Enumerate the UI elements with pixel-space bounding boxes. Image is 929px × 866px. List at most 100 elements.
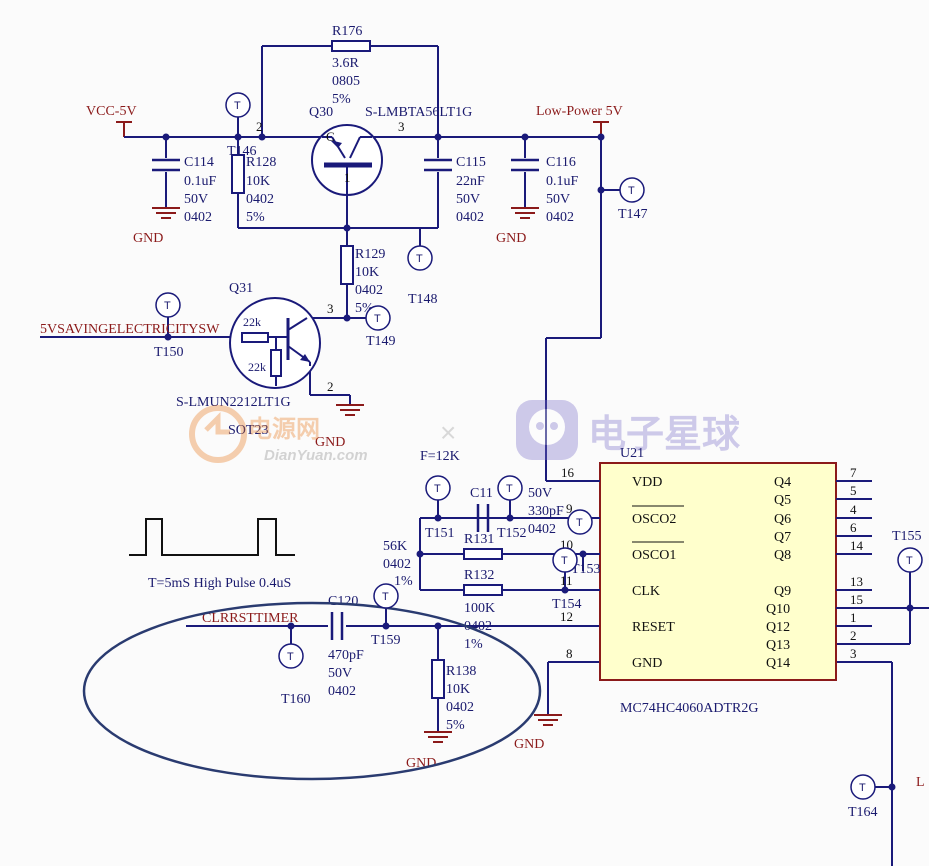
svg-text:2: 2 bbox=[850, 628, 857, 643]
testpoint-t150[interactable]: T T150 bbox=[154, 292, 184, 360]
testpoint-t155[interactable]: T T155 bbox=[892, 529, 923, 573]
testpoint-t148[interactable]: T T148 bbox=[407, 245, 438, 307]
svg-text:8: 8 bbox=[566, 646, 573, 661]
u21-pin-q8: Q8 14 bbox=[774, 538, 864, 563]
partial-edge-label: L bbox=[916, 775, 925, 790]
c115-value: 22nF bbox=[456, 174, 485, 189]
low-power-5v-port: Low-Power 5V bbox=[536, 104, 623, 123]
r176-tolerance: 5% bbox=[332, 92, 351, 107]
r129-package: 0402 bbox=[355, 283, 383, 298]
pulse-waveform bbox=[129, 518, 295, 556]
gnd-c116: GND bbox=[496, 207, 539, 246]
c120-package: 0402 bbox=[328, 684, 356, 699]
timing-note: T=5mS High Pulse 0.4uS bbox=[148, 576, 291, 591]
watermark-separator: × bbox=[440, 417, 456, 448]
transistor-q31[interactable]: Q31 22k 22k 3 2 S-LMUN2212LT1G SOT23 bbox=[176, 281, 334, 438]
r132-ref: R132 bbox=[464, 568, 494, 583]
q30-ref: Q30 bbox=[309, 105, 333, 120]
t150-label: T150 bbox=[154, 345, 184, 360]
c117-package: 0402 bbox=[528, 522, 556, 537]
highlight-ellipse bbox=[82, 601, 542, 781]
resistor-r138[interactable]: R138 10K 0402 5% bbox=[431, 659, 476, 733]
u21-pin-q6: Q6 4 bbox=[774, 502, 857, 527]
testpoint-t149[interactable]: T T149 bbox=[365, 305, 396, 349]
c116-value: 0.1uF bbox=[546, 174, 579, 189]
r138-ref: R138 bbox=[446, 664, 476, 679]
c120-value: 470pF bbox=[328, 648, 364, 663]
resistor-r176[interactable]: R176 3.6R 0805 5% bbox=[331, 24, 371, 107]
svg-text:12: 12 bbox=[560, 609, 573, 624]
testpoint-t164[interactable]: T T164 bbox=[848, 774, 878, 820]
t151-glyph: T bbox=[434, 483, 441, 495]
c116-ref: C116 bbox=[546, 155, 576, 170]
svg-text:OSCO2: OSCO2 bbox=[632, 512, 676, 527]
svg-text:CLK: CLK bbox=[632, 584, 660, 599]
capacitor-c114[interactable]: C114 0.1uF 50V 0402 bbox=[152, 155, 217, 225]
t164-label: T164 bbox=[848, 805, 878, 820]
t151-label: T151 bbox=[425, 526, 455, 541]
q30-part: S-LMBTA56LT1G bbox=[365, 105, 472, 120]
u21-pin-gnd: 8 GND bbox=[566, 646, 662, 671]
svg-text:15: 15 bbox=[850, 592, 863, 607]
c115-voltage: 50V bbox=[456, 192, 480, 207]
r128-value: 10K bbox=[246, 174, 270, 189]
svg-text:GND: GND bbox=[632, 656, 662, 671]
capacitor-c117[interactable]: C11 50V 330pF 0402 bbox=[470, 486, 564, 537]
vcc5v-label: VCC-5V bbox=[86, 104, 137, 119]
watermark: 电源网 DianYuan.com × 电子星球 bbox=[189, 400, 741, 464]
testpoint-t159[interactable]: T T159 bbox=[371, 583, 401, 648]
t152-glyph: T bbox=[506, 483, 513, 495]
q31-r1: 22k bbox=[243, 315, 261, 329]
vcc5v-port: VCC-5V bbox=[86, 104, 137, 123]
u21-pin-q9: Q9 13 bbox=[774, 574, 863, 599]
testpoint-t153[interactable]: T T153 bbox=[567, 509, 601, 577]
transistor-q30[interactable]: Q30 S-LMBTA56LT1G C 1 3 2 bbox=[256, 105, 472, 196]
testpoint-t147[interactable]: T T147 bbox=[618, 177, 648, 222]
t148-label: T148 bbox=[408, 292, 438, 307]
svg-text:Q12: Q12 bbox=[766, 620, 790, 635]
u21-pin-q4: Q4 7 bbox=[774, 465, 857, 490]
t149-glyph: T bbox=[374, 313, 381, 325]
c114-package: 0402 bbox=[184, 210, 212, 225]
resistor-r132[interactable]: R132 100K 0402 1% bbox=[463, 568, 503, 652]
svg-text:OSCO1: OSCO1 bbox=[632, 548, 676, 563]
r176-value: 3.6R bbox=[332, 56, 360, 71]
u21-pin-reset: 12 RESET bbox=[560, 609, 675, 635]
capacitor-c120[interactable]: C120 470pF 50V 0402 bbox=[328, 594, 364, 699]
testpoint-t154[interactable]: T T154 bbox=[552, 547, 582, 612]
u21-pin-q5: Q5 5 bbox=[774, 483, 857, 508]
svg-text:6: 6 bbox=[850, 520, 857, 535]
gnd-label: GND bbox=[315, 435, 345, 450]
capacitor-c115[interactable]: C115 22nF 50V 0402 bbox=[424, 155, 486, 225]
svg-text:4: 4 bbox=[850, 502, 857, 517]
resistor-r129[interactable]: R129 10K 0402 5% bbox=[340, 245, 385, 316]
u21-pin-q12: Q12 1 bbox=[766, 610, 857, 635]
dianyuan-logo bbox=[189, 405, 247, 463]
q31-part: S-LMUN2212LT1G bbox=[176, 395, 291, 410]
u21-pin-osco2: 9 OSCO2 bbox=[566, 501, 676, 527]
resistor-r131[interactable]: R131 56K 0402 1% bbox=[383, 532, 503, 589]
robot-icon bbox=[516, 400, 578, 460]
net-5vsaving-label: 5VSAVINGELECTRICITYSW bbox=[40, 322, 220, 337]
t149-label: T149 bbox=[366, 334, 396, 349]
t155-glyph: T bbox=[906, 555, 913, 567]
testpoint-t152[interactable]: T T152 bbox=[497, 475, 527, 541]
svg-text:VDD: VDD bbox=[632, 475, 662, 490]
testpoint-t151[interactable]: T T151 bbox=[425, 475, 455, 541]
u21-pin-clk: 11 CLK bbox=[560, 573, 660, 599]
svg-text:Q8: Q8 bbox=[774, 548, 791, 563]
ic-u21[interactable]: U21 MC74HC4060ADTR2G 16 VDD 9 OSCO2 10 O… bbox=[546, 446, 872, 716]
resistor-r128[interactable]: R128 10K 0402 5% bbox=[231, 154, 276, 225]
r131-tolerance: 1% bbox=[394, 574, 413, 589]
c114-value: 0.1uF bbox=[184, 174, 217, 189]
q30-pin-top: 2 bbox=[256, 119, 263, 134]
r128-package: 0402 bbox=[246, 192, 274, 207]
testpoint-t146[interactable]: T T146 bbox=[225, 92, 257, 159]
c115-package: 0402 bbox=[456, 210, 484, 225]
u21-pin-q13: Q13 2 bbox=[766, 628, 857, 653]
testpoint-t160[interactable]: T T160 bbox=[278, 643, 311, 707]
capacitor-c116[interactable]: C116 0.1uF 50V 0402 bbox=[511, 155, 579, 225]
u21-pin-q7: Q7 6 bbox=[774, 520, 857, 545]
svg-text:1: 1 bbox=[850, 610, 857, 625]
